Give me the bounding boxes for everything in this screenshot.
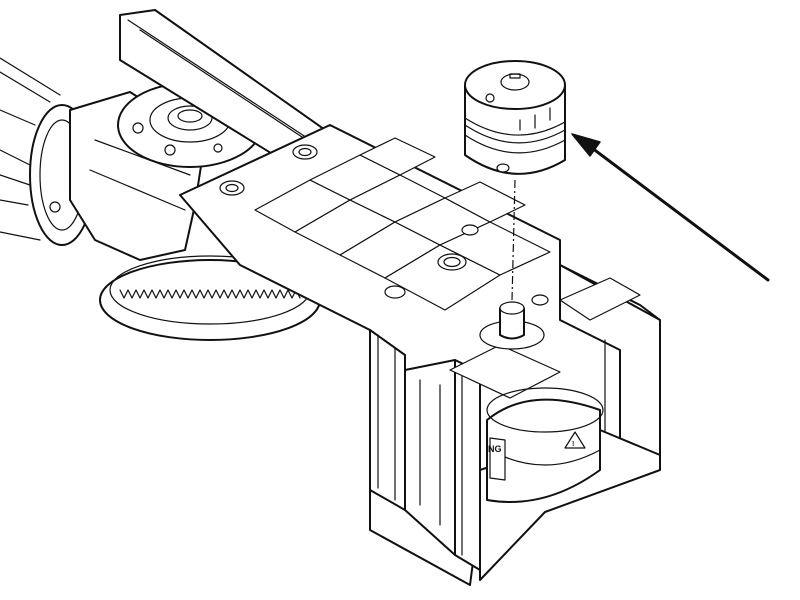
mount-hole [384,285,406,299]
set-screw-icon [485,93,495,103]
flexible-coupling [464,60,566,175]
gearbox [69,82,321,341]
part-label: NG [488,444,502,454]
bolt-icon [164,144,176,156]
bolt-icon [213,143,223,153]
rib-cells [219,137,641,399]
arrow-icon [571,133,770,282]
lower-motor: NG ! [486,387,604,503]
bolt-icon [132,122,144,134]
svg-text:!: ! [572,441,574,448]
motor-shaft [479,301,545,350]
assembly-centerline [511,179,516,301]
coupling-bore [500,73,530,91]
bolt-icon [49,201,61,213]
pocket [449,344,561,399]
label-plate [489,437,506,481]
warning-triangle-icon [564,431,586,449]
